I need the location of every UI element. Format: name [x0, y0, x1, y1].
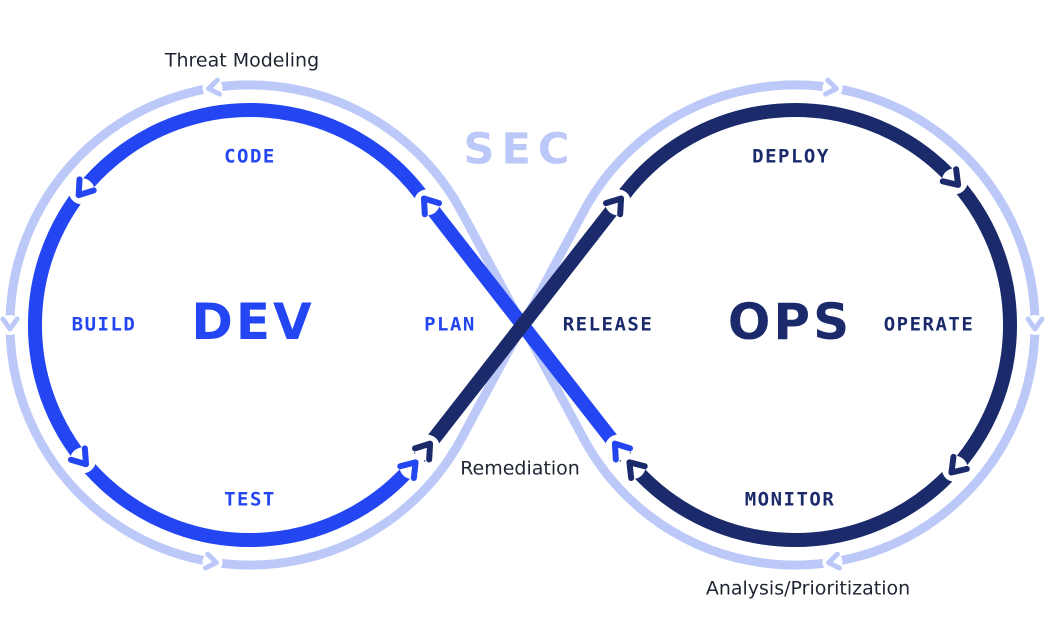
- ops-arc: [618, 103, 1018, 547]
- sec-arrow-icon: [1025, 315, 1045, 335]
- sec-arrow-icon: [202, 77, 223, 98]
- sec-arrow-icon: [822, 77, 843, 98]
- ops-arrow-icon: [941, 453, 970, 482]
- dev-arrow-icon: [68, 176, 97, 205]
- dev-arc: [27, 103, 427, 547]
- ops-arrow-icon: [411, 434, 440, 463]
- ops-arrow-icon: [602, 189, 631, 218]
- stage-build: BUILD: [71, 313, 137, 336]
- ops-cross-segment: [412, 185, 633, 465]
- dev-arrow-icon: [397, 453, 426, 482]
- ops-label: OPS: [727, 293, 853, 351]
- sec-arrow-icon: [0, 315, 20, 335]
- dev-arrow-icon: [67, 445, 96, 474]
- dev-label: DEV: [191, 293, 315, 351]
- dev-arrow-icon: [605, 434, 634, 463]
- stage-code: CODE: [224, 145, 276, 168]
- annotation-analysis-prioritization: Analysis/Prioritization: [705, 577, 911, 600]
- stage-operate: OPERATE: [883, 313, 975, 336]
- sec-arrow-icon: [202, 551, 223, 572]
- annotation-threat-modeling: Threat Modeling: [164, 49, 320, 72]
- dev-arrow-icon: [414, 189, 443, 218]
- stage-test: TEST: [224, 488, 276, 511]
- stage-monitor: MONITOR: [744, 488, 836, 511]
- ops-arrow-icon: [619, 453, 648, 482]
- stage-plan: PLAN: [424, 313, 476, 336]
- ops-arrow-icon: [939, 166, 968, 195]
- flow-arrows: [0, 77, 1045, 572]
- sec-label: SEC: [463, 124, 577, 175]
- stage-release: RELEASE: [562, 313, 654, 336]
- sec-arrow-icon: [822, 551, 843, 572]
- annotation-remediation: Remediation: [460, 457, 580, 480]
- ops-loop: [412, 103, 1018, 547]
- stage-deploy: DEPLOY: [752, 145, 830, 168]
